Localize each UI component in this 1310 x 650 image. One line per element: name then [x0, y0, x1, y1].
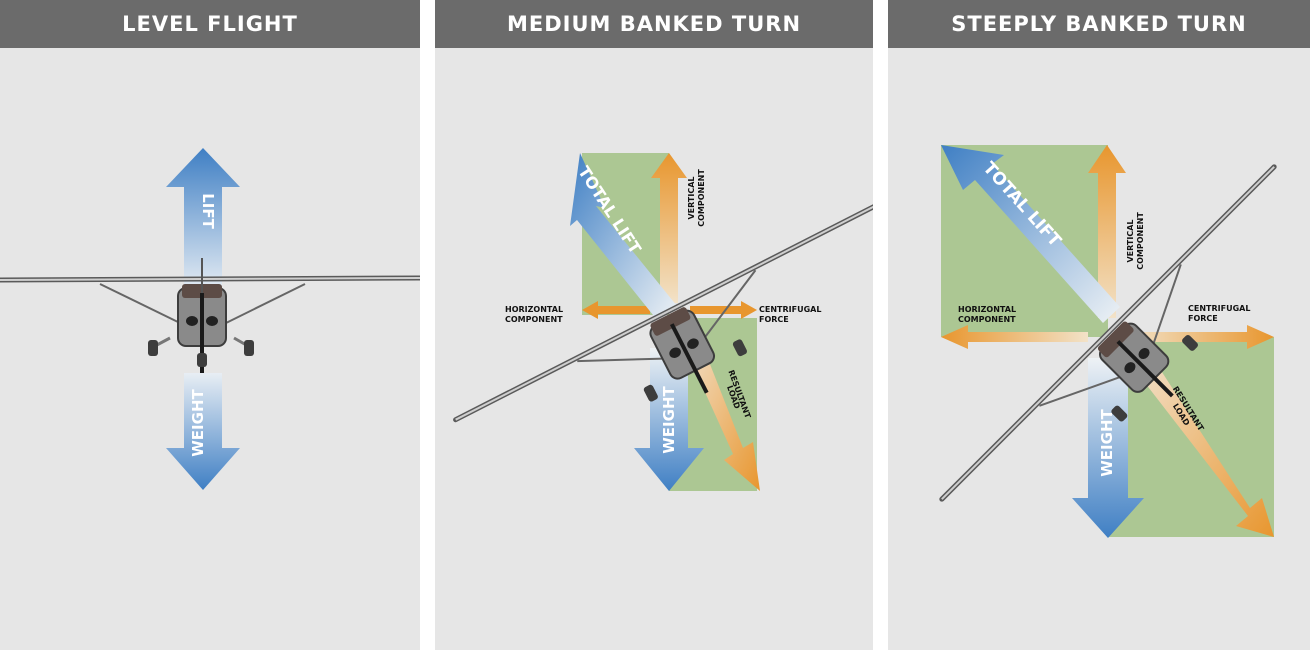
airplane-front-view — [0, 258, 420, 373]
vertical-component-label-line2: COMPONENT — [1136, 212, 1145, 270]
medium-bank-diagram: TOTAL LIFT WEIGHT VERTICAL COMPONENT HOR… — [453, 153, 873, 491]
horizontal-component-label-line1: HORIZONTAL — [958, 305, 1016, 314]
weight-label: WEIGHT — [1098, 409, 1116, 477]
vertical-component-arrow — [1088, 145, 1126, 318]
vertical-component-label-line1: VERTICAL — [687, 176, 696, 219]
steep-bank-diagram: TOTAL LIFT WEIGHT VERTICAL COMPONENT HOR… — [939, 145, 1277, 538]
level-flight-diagram: LIFT WEIGHT — [0, 148, 420, 490]
total-lift-arrow — [941, 145, 1120, 323]
panel-title-level-flight: LEVEL FLIGHT — [0, 0, 420, 48]
weight-arrow — [166, 373, 240, 490]
weight-arrow — [634, 348, 704, 491]
vertical-component-label-line2: COMPONENT — [697, 169, 706, 227]
horizontal-component-label-line2: COMPONENT — [958, 315, 1016, 324]
vertical-component-arrow — [651, 153, 687, 303]
horizontal-component-arrow — [941, 325, 1088, 349]
panel-title-medium-banked-turn: MEDIUM BANKED TURN — [435, 0, 873, 48]
panel-medium-banked-turn: MEDIUM BANKED TURN — [435, 0, 873, 650]
weight-arrow — [1072, 358, 1144, 538]
horizontal-component-label-line2: COMPONENT — [505, 315, 563, 324]
lift-arrow — [166, 148, 240, 293]
centrifugal-force-arrow — [1128, 325, 1274, 349]
vertical-component-label-line1: VERTICAL — [1126, 219, 1135, 262]
centrifugal-force-label-line1: CENTRIFUGAL — [1188, 304, 1250, 313]
centrifugal-force-label-line2: FORCE — [1188, 314, 1218, 323]
panel-steeply-banked-turn: STEEPLY BANKED TURN — [888, 0, 1310, 650]
centrifugal-force-label-line2: FORCE — [759, 315, 789, 324]
airplane-banked-medium — [453, 203, 873, 423]
centrifugal-force-label-line1: CENTRIFUGAL — [759, 305, 821, 314]
total-lift-arrow — [570, 153, 677, 320]
centrifugal-force-arrow — [690, 301, 757, 319]
horizontal-component-label-line1: HORIZONTAL — [505, 305, 563, 314]
weight-label: WEIGHT — [660, 386, 678, 454]
lift-label: LIFT — [199, 193, 217, 229]
airplane-banked-steep — [939, 164, 1277, 502]
panel-title-steeply-banked-turn: STEEPLY BANKED TURN — [888, 0, 1310, 48]
weight-label: WEIGHT — [189, 389, 207, 457]
horizontal-component-arrow — [582, 301, 650, 319]
panel-level-flight: LEVEL FLIGHT — [0, 0, 420, 650]
